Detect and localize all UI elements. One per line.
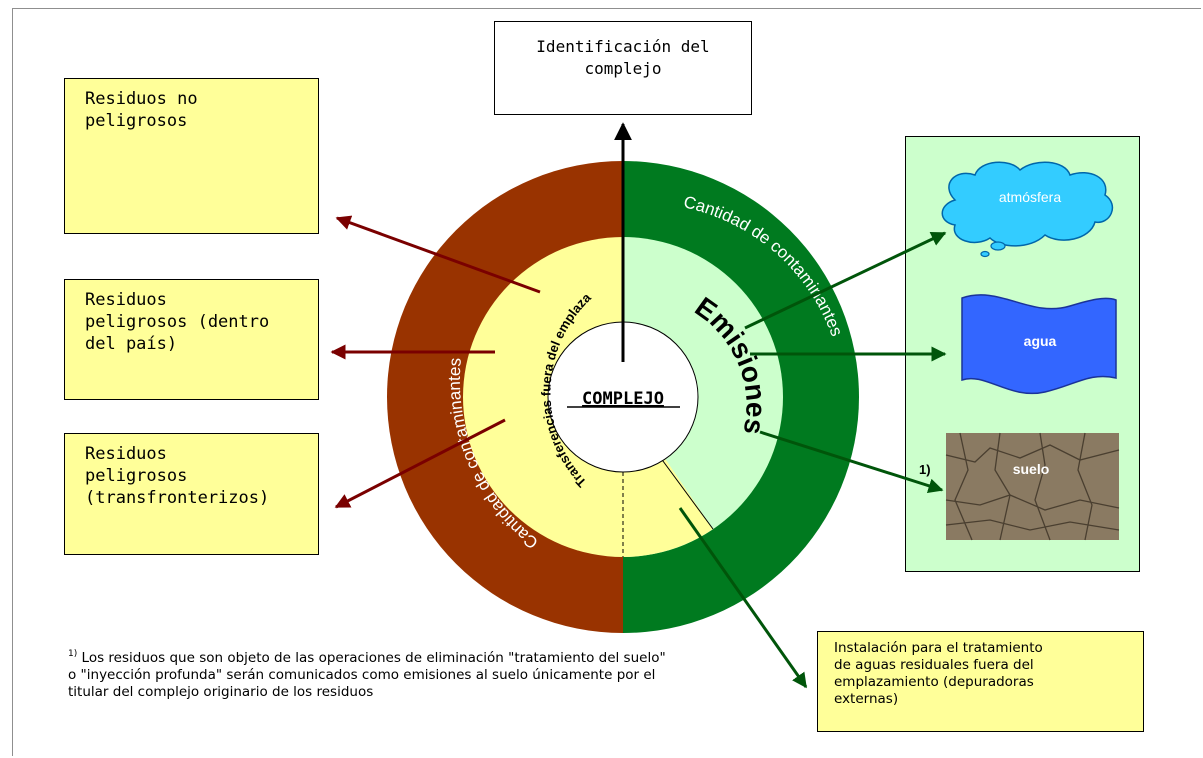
soil-footnote-marker: 1) [919, 462, 931, 477]
waste-box-hazardous-transboundary: Residuos peligrosos (transfronterizos) [64, 433, 319, 555]
water-flag-icon [961, 294, 1117, 395]
waste-label-hazardous-domestic: Residuos peligrosos (dentro del país) [85, 290, 270, 354]
atmosphere-cloud-icon [941, 161, 1114, 258]
arrow-to-atmosphere [744, 231, 947, 330]
footnote-text: Los residuos que son objeto de las opera… [68, 650, 666, 700]
soil-label: suelo [1013, 461, 1050, 477]
waste-label-non-hazardous: Residuos no peligrosos [85, 89, 198, 131]
inner-ring-left [463, 237, 623, 557]
arrow-to-soil [759, 430, 944, 494]
wedge-divider [659, 456, 714, 530]
waste-label-hazardous-transboundary: Residuos peligrosos (transfronterizos) [85, 444, 270, 508]
arrow-to-non-hazardous [335, 215, 541, 294]
atmosphere-label: atmósfera [999, 189, 1061, 205]
diagram-frame [12, 8, 1201, 756]
waste-box-hazardous-domestic: Residuos peligrosos (dentro del país) [64, 279, 319, 400]
arrow-to-hazardous-transboundary [334, 418, 506, 509]
footnote: 1) Los residuos que son objeto de las op… [68, 649, 668, 701]
soil-texture-icon [945, 432, 1120, 541]
identification-box: Identificación del complejo [494, 21, 752, 115]
treatment-facility-label: Instalación para el tratamiento de aguas… [834, 640, 1043, 707]
identification-label: Identificación del complejo [536, 37, 710, 78]
waste-box-non-hazardous: Residuos no peligrosos [64, 78, 319, 234]
arrow-to-treatment-facility [678, 507, 808, 689]
center-label: COMPLEJO [582, 389, 664, 409]
water-label: agua [1024, 333, 1057, 349]
treatment-facility-box: Instalación para el tratamiento de aguas… [817, 631, 1144, 732]
footnote-marker: 1) [68, 649, 78, 659]
